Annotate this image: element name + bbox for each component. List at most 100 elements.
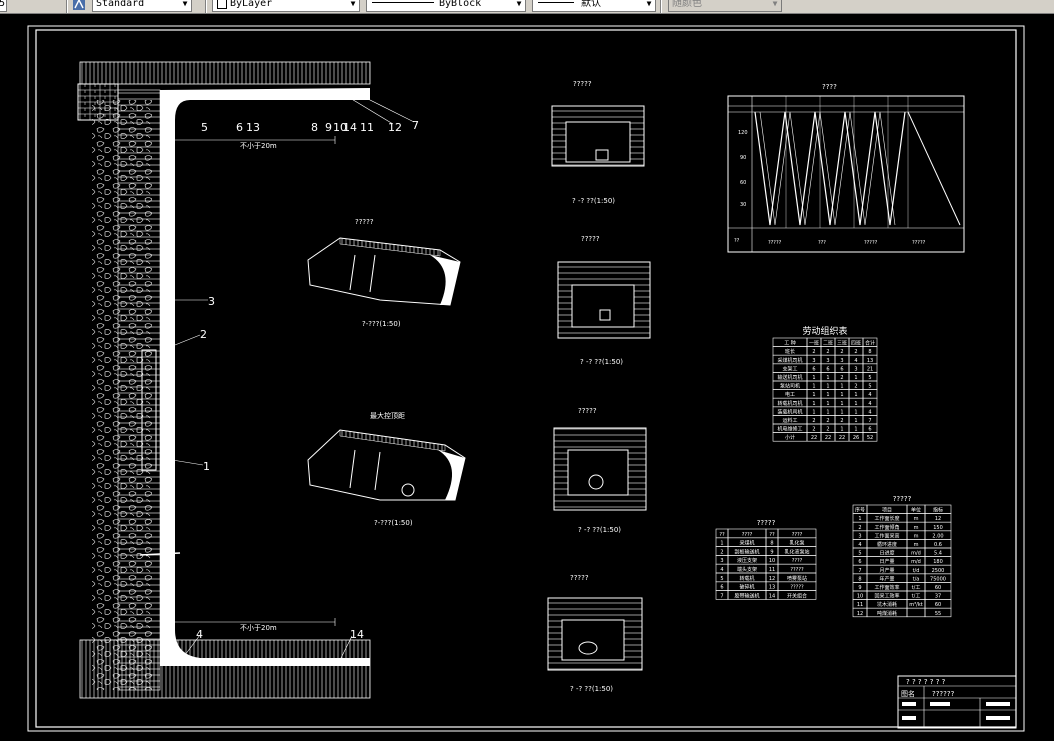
style-fragment-dropdown[interactable]: 5 [0,0,7,12]
lineweight-dropdown[interactable]: 默认 ▼ [532,0,656,12]
table-cell: 循环进度 [877,541,897,548]
table-cell: 2 [858,525,861,531]
table-cell: ???? [792,558,803,564]
table-cell: 12 [935,516,941,522]
roadway-3-title: ????? [578,407,597,415]
table-cell: 2 [854,384,857,390]
roadway-2-opening [571,284,635,328]
table-cell: 日进度 [879,550,894,557]
callout-label: 1 [203,460,210,473]
table-header-cell: ???? [742,532,753,538]
table-cell: 9 [770,549,773,555]
table-cell: 6 [720,585,723,591]
table-cell: 52 [867,435,873,441]
properties-toolbar: 5 Standard ▼ ByLayer ▼ ByBlock ▼ 默认 ▼ 随颜… [0,0,1054,14]
callout-label: 2 [200,328,207,341]
table-cell: 年产量 [879,575,894,582]
table-cell: 1 [840,384,843,390]
table-cell: ????? [790,585,804,591]
table-cell: 工作面效率 [874,584,899,591]
sheet-inner-border [35,29,1017,728]
table-cell: 13 [769,585,775,591]
table-cell: 1 [826,409,829,415]
bottom-length-dimension: 不小于20m [240,623,277,632]
table-cell: 9 [858,585,861,591]
table-cell: 小计 [785,434,795,441]
chevron-down-icon: ▼ [772,0,778,8]
table-cell: 输送机司机 [777,374,802,381]
plot-style-value: 随颜色 [672,0,702,9]
roadway-section-1: ????? ? -? ??(1:50) [551,80,645,205]
text-style-icon[interactable] [73,0,85,10]
table-cell: 6 [812,366,815,372]
table-cell-border [862,432,878,442]
drawing-canvas[interactable]: 5 6 13 8 9 10 14 11 12 7 3 2 1 4 14 不小于2… [0,13,1054,741]
color-swatch-icon [217,0,227,9]
table-cell: 11 [857,602,863,608]
section-a-title: ????? [355,218,374,226]
callout-label: 10 [333,121,347,134]
table-cell: 8 [858,576,861,582]
title-block-heading: ? ? ? ? ? ? ? [906,678,946,686]
table-cell: 装载机司机 [777,408,802,415]
table-header-cell: 三班 [837,340,847,347]
table-header-cell: 指标 [933,507,943,514]
table-cell: m/d [911,551,921,557]
table-cell: 150 [933,525,943,531]
chevron-down-icon: ▼ [646,0,652,8]
table-header-cell: 工 种 [784,340,796,347]
table-cell: 5 [720,576,723,582]
section-a-caption: ?-???(1:50) [362,320,401,328]
lineweight-value: 默认 [581,0,601,9]
table-header-cell: 一班 [809,340,819,347]
top-length-dimension: 不小于20m [240,141,277,150]
table-cell: 2 [840,418,843,424]
section-b-coal-wall [438,450,465,500]
table-cell: 液压支架 [737,557,757,564]
table-cell: m [914,516,919,522]
table-cell: 1 [854,392,857,398]
table-cell: m³/kt [909,602,922,608]
callout-label: 8 [311,121,318,134]
table-cell: 13 [867,358,873,364]
section-a-coal-wall [430,255,460,305]
text-style-dropdown[interactable]: Standard ▼ [92,0,192,12]
title-block-field [930,702,950,706]
style-fragment-value: 5 [0,0,5,10]
callout-label: 7 [412,119,419,132]
table-cell: 1 [854,375,857,381]
section-b-canopy [339,429,446,452]
table-cell: 吨煤消耗 [877,610,897,617]
callout-label: 6 [236,121,243,134]
table-cell: 1 [840,392,843,398]
linetype-dropdown[interactable]: ByBlock ▼ [366,0,526,12]
table-cell: 6 [826,366,829,372]
table-cell: 6 [868,427,871,433]
table-cell: 1 [840,409,843,415]
roadway-1-equipment [595,149,609,161]
table-cell: 月产量 [879,567,894,574]
plot-style-dropdown[interactable]: 随颜色 ▼ [668,0,782,12]
color-dropdown[interactable]: ByLayer ▼ [212,0,360,12]
roadway-2-caption: ? -? ??(1:50) [580,358,623,366]
conveyor-face-shape [160,88,370,666]
table-header-cell: 合计 [865,340,875,347]
cycle-zigzag-series [754,111,906,226]
chevron-down-icon: ▼ [182,0,188,8]
roadway-3-opening [567,449,629,496]
callout-label: 9 [325,121,332,134]
table-cell: 2 [812,418,815,424]
table-cell: 3 [720,558,723,564]
section-a-leg [349,254,356,291]
table-cell: 14 [769,593,775,599]
table-header-cell: 四班 [851,340,861,347]
title-block-name-value: ?????? [932,690,955,698]
table-cell: 4 [868,401,871,407]
table-cell: 1 [812,384,815,390]
callout-label: 14 [350,628,364,641]
table-cell: 1 [720,541,723,547]
table-cell: 刮板输送机 [734,548,759,555]
table-cell: 1 [826,384,829,390]
